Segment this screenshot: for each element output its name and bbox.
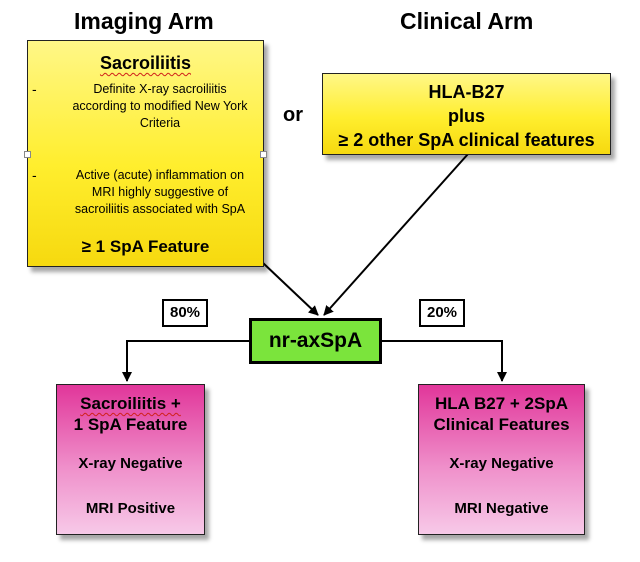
bullet-text: Active (acute) inflammation on MRI highl… <box>74 168 246 216</box>
or-connector-label: or <box>283 104 303 126</box>
result-title-line1: HLA B27 + 2SpA <box>434 394 569 413</box>
percentage-label-right: 20% <box>419 299 465 327</box>
arrow-clinical-to-center <box>323 153 469 316</box>
xray-status: X-ray Negative <box>78 455 183 472</box>
result-title-line2: 1 SpA Feature <box>73 415 188 434</box>
arrow-imaging-to-center <box>261 261 319 316</box>
clinical-arm-title: Clinical Arm <box>400 8 534 34</box>
result-title-line2: Clinical Features <box>433 415 570 434</box>
clinical-line-features: ≥ 2 other SpA clinical features <box>338 130 595 150</box>
imaging-criteria-box[interactable]: Sacroiliitis - Definite X-ray sacroiliit… <box>24 40 267 267</box>
resize-handle-left[interactable] <box>24 151 31 158</box>
bullet-marker: - <box>32 167 37 183</box>
imaging-result-box[interactable]: Sacroiliitis + 1 SpA Feature X-ray Negat… <box>56 384 205 535</box>
arrow-center-to-left <box>122 340 249 382</box>
bullet-marker: - <box>32 81 37 97</box>
percentage-label-left: 80% <box>162 299 208 327</box>
mri-status: MRI Negative <box>454 500 549 517</box>
imaging-heading-text: Sacroiliitis <box>99 53 192 73</box>
xray-status: X-ray Negative <box>449 455 554 472</box>
result-title-line1: Sacroiliitis + <box>80 394 181 413</box>
clinical-criteria-box[interactable]: HLA-B27 plus ≥ 2 other SpA clinical feat… <box>322 73 611 155</box>
result-title: Sacroiliitis + <box>57 393 204 414</box>
mri-status: MRI Positive <box>85 500 176 517</box>
nr-axspa-box[interactable]: nr-axSpA <box>249 318 382 364</box>
clinical-line-hla: HLA-B27 <box>428 82 505 102</box>
clinical-result-box[interactable]: HLA B27 + 2SpA Clinical Features X-ray N… <box>418 384 585 535</box>
clinical-line-plus: plus <box>447 106 485 126</box>
arrow-center-to-right <box>382 340 507 382</box>
resize-handle-right[interactable] <box>260 151 267 158</box>
bullet-text: Definite X-ray sacroiliitis according to… <box>72 82 248 130</box>
imaging-feature-requirement: ≥ 1 SpA Feature <box>81 237 210 256</box>
imaging-arm-title: Imaging Arm <box>74 8 214 34</box>
imaging-heading: Sacroiliitis <box>28 53 263 74</box>
